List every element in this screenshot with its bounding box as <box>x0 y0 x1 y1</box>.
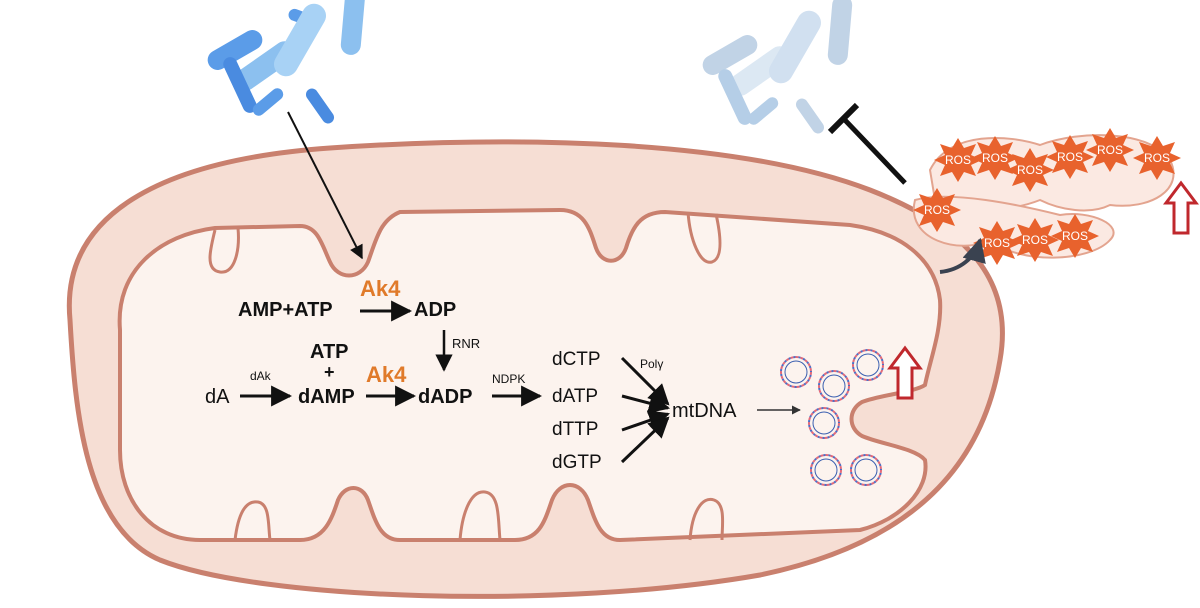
reaction1-product: ADP <box>414 299 456 321</box>
damp-label: dAMP <box>298 386 355 408</box>
svg-text:ROS: ROS <box>924 203 950 217</box>
dntp-datp: dATP <box>552 386 598 407</box>
bacteria-cluster-active <box>207 0 366 124</box>
ros-burst-icon: ROS <box>934 138 982 182</box>
ros-burst-icon: ROS <box>1086 128 1134 172</box>
crista-fold <box>208 227 240 274</box>
da-label: dA <box>205 386 230 408</box>
datp-arrow <box>621 393 671 414</box>
pol-gamma-label: Polγ <box>640 357 663 371</box>
ros-burst-icon: ROS <box>973 221 1021 265</box>
dadp-label: dADP <box>418 386 472 408</box>
mtdna-label: mtDNA <box>672 400 737 422</box>
svg-text:ROS: ROS <box>1017 163 1043 177</box>
up-arrow-icon <box>887 345 923 400</box>
svg-text:ROS: ROS <box>1022 233 1048 247</box>
inhibition-bar-icon <box>827 102 907 185</box>
crista-fold <box>233 500 272 541</box>
curved-arrow-icon <box>939 237 986 274</box>
ros-burst-icon: ROS <box>971 136 1019 180</box>
dntp-dgtp: dGTP <box>552 452 602 473</box>
svg-text:ROS: ROS <box>984 236 1010 250</box>
crista-fold <box>686 211 722 264</box>
reaction1-enzyme: Ak4 <box>360 276 401 301</box>
up-arrow-icon <box>1163 180 1199 235</box>
ros-burst-icon: ROS <box>1133 136 1181 180</box>
plus-sign: + <box>324 362 335 382</box>
svg-text:ROS: ROS <box>982 151 1008 165</box>
crista-fold <box>688 497 725 541</box>
ros-burst-icon: ROS <box>1046 135 1094 179</box>
svg-text:ROS: ROS <box>1097 143 1123 157</box>
reaction2-enzyme: Ak4 <box>366 362 407 387</box>
ros-burst-icon: ROS <box>1011 218 1059 262</box>
inner-membrane <box>117 207 943 543</box>
svg-text:ROS: ROS <box>1057 150 1083 164</box>
reaction1-substrate: AMP+ATP <box>238 299 333 321</box>
bacteria-cluster-inhibited <box>702 0 853 134</box>
ndpk-label: NDPK <box>492 372 525 386</box>
dak-label: dAk <box>250 369 272 383</box>
bacteria-entry-arrow <box>287 111 363 260</box>
svg-text:ROS: ROS <box>945 153 971 167</box>
atp-cofactor: ATP <box>310 341 349 363</box>
rnr-label: RNR <box>452 336 480 351</box>
svg-text:ROS: ROS <box>1144 151 1170 165</box>
svg-text:ROS: ROS <box>1062 229 1088 243</box>
dntp-dttp: dTTP <box>552 419 598 440</box>
ros-burst-icon: ROS <box>913 188 961 232</box>
dntp-dctp: dCTP <box>552 349 601 370</box>
dgtp-arrow <box>620 416 670 464</box>
ros-burst-icon: ROS <box>1006 148 1054 192</box>
ros-burst-icon: ROS <box>1051 214 1099 258</box>
crista-fold <box>458 490 502 541</box>
ros-burst-group: ROS ROS ROS ROS ROS ROS ROS ROS ROS ROS <box>913 128 1181 265</box>
